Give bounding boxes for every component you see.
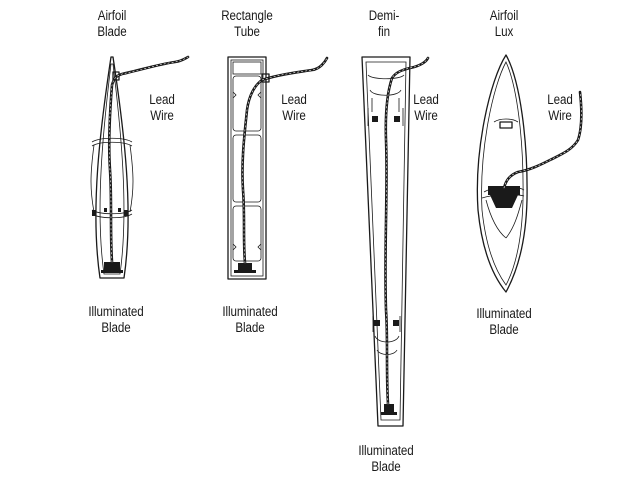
rectangle-tube-illuminated-label: Illuminated Blade: [216, 304, 285, 336]
lead-line-1: Lead: [547, 92, 573, 107]
demi-fin-illuminated-label: Illuminated Blade: [352, 443, 421, 475]
blade-line-1: Illuminated: [222, 304, 278, 319]
title-line-2: Blade: [97, 24, 127, 39]
lead-line-2: Wire: [548, 108, 572, 123]
blade-line-2: Blade: [489, 322, 519, 337]
lead-line-1: Lead: [281, 92, 307, 107]
blade-line-2: Blade: [235, 320, 265, 335]
lead-line-1: Lead: [149, 92, 175, 107]
blade-line-1: Illuminated: [358, 443, 414, 458]
blade-line-2: Blade: [371, 459, 401, 474]
airfoil-blade-title: Airfoil Blade: [86, 8, 138, 40]
lead-line-2: Wire: [150, 108, 174, 123]
airfoil-blade-lead-wire-label: Lead Wire: [143, 92, 181, 124]
blade-line-2: Blade: [101, 320, 131, 335]
rectangle-tube-title: Rectangle Tube: [217, 8, 277, 40]
title-line-1: Demi-: [368, 8, 400, 23]
demi-fin-title: Demi- fin: [358, 8, 410, 40]
lead-line-1: Lead: [413, 92, 439, 107]
demi-fin-lead-wire-label: Lead Wire: [407, 92, 445, 124]
blade-line-1: Illuminated: [88, 304, 144, 319]
title-line-1: Airfoil: [97, 8, 127, 23]
airfoil-lux-drawing: [476, 54, 583, 293]
lead-line-2: Wire: [414, 108, 438, 123]
title-line-1: Airfoil: [489, 8, 519, 23]
airfoil-blade-drawing: [90, 55, 190, 279]
airfoil-lux-lead-wire-label: Lead Wire: [541, 92, 579, 124]
title-line-1: Rectangle: [221, 8, 273, 23]
demi-fin-drawing: [361, 56, 430, 427]
rectangle-tube-lead-wire-label: Lead Wire: [275, 92, 313, 124]
airfoil-lux-illuminated-label: Illuminated Blade: [470, 306, 539, 338]
title-line-2: fin: [377, 24, 391, 39]
title-line-2: Tube: [234, 24, 260, 39]
airfoil-blade-illuminated-label: Illuminated Blade: [82, 304, 151, 336]
rectangle-tube-drawing: [227, 56, 329, 280]
airfoil-lux-title: Airfoil Lux: [478, 8, 530, 40]
title-line-2: Lux: [494, 24, 514, 39]
lead-line-2: Wire: [282, 108, 306, 123]
blade-line-1: Illuminated: [476, 306, 532, 321]
